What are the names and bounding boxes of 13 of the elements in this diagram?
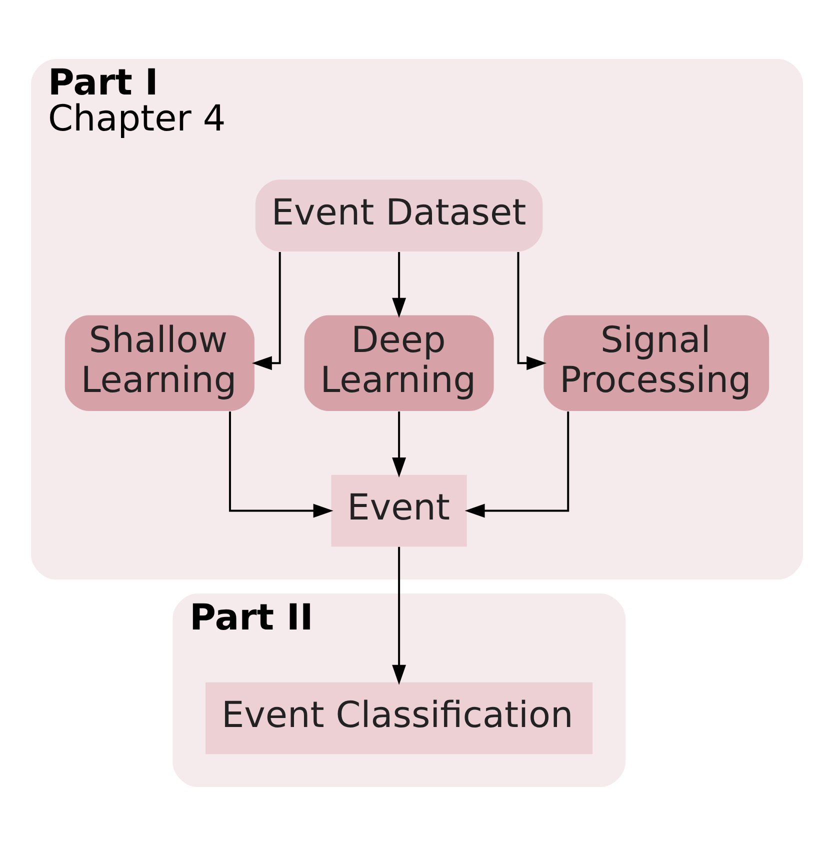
node-box: Event Classification (206, 682, 593, 754)
arrow (392, 411, 406, 478)
arrow (517, 252, 547, 370)
node-box: Deep Learning (304, 314, 494, 411)
arrow (252, 252, 281, 370)
arrow (228, 411, 334, 518)
node-box: Signal Processing (544, 314, 770, 411)
node-box: Shallow Learning (64, 314, 254, 411)
arrow (464, 411, 570, 518)
arrow (392, 546, 406, 684)
node-box: Event (331, 474, 467, 546)
arrow (392, 252, 406, 318)
node-box: Event Dataset (255, 179, 543, 251)
